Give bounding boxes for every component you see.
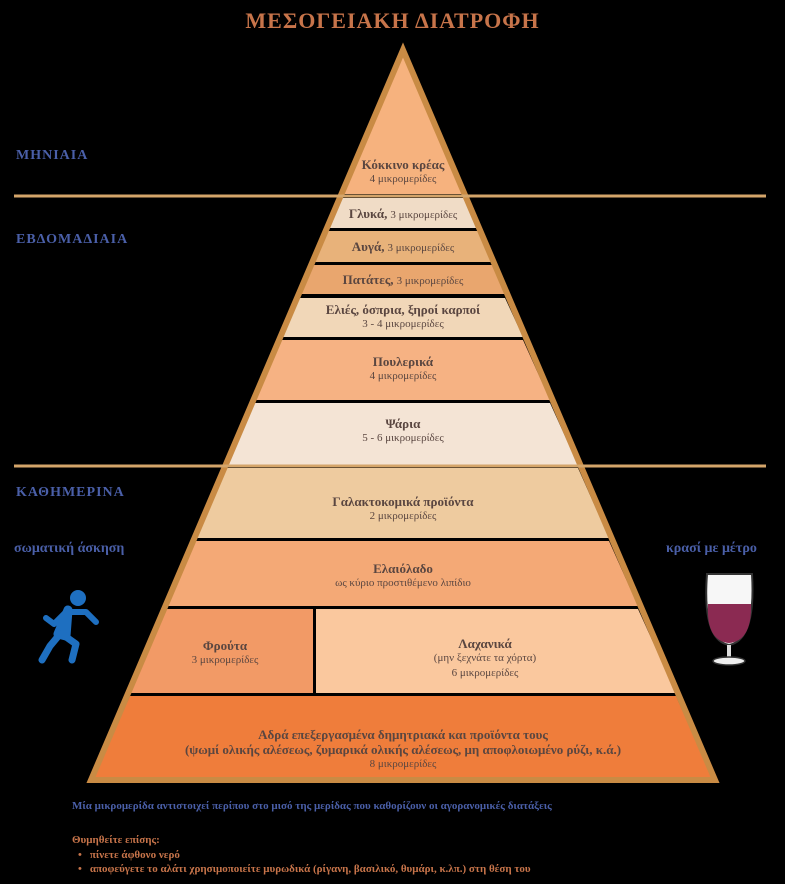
tier-potatoes-fill [300, 265, 505, 294]
tier-grains-name: Αδρά επεξεργασμένα δημητριακά και προϊόν… [258, 727, 548, 742]
tier-red-meat-name: Κόκκινο κρέας [361, 157, 445, 172]
tier-poultry-servings: 4 μικρομερίδες [369, 370, 437, 382]
tips-list: πίνετε άφθονο νερό αποφεύγετε το αλάτι χ… [78, 848, 531, 876]
tier-potatoes-name: Πατάτες, [342, 272, 394, 287]
tier-grains-detail: (ψωμί ολικής αλέσεως, ζυμαρικά ολικής αλ… [184, 742, 622, 757]
tier-dairy-servings: 2 μικρομερίδες [369, 510, 437, 522]
tier-olive-oil: Ελαιόλαδο ως κύριο προστιθέμενο λιπίδιο [200, 561, 606, 591]
tier-fruits-servings: 3 μικρομερίδες [191, 654, 259, 666]
section-weekly-label: ΕΒΔΟΜΑΔΙΑΙΑ [16, 232, 129, 247]
tier-sweets: Γλυκά, 3 μικρομερίδες [300, 206, 506, 223]
section-monthly-label: ΜΗΝΙΑΙΑ [16, 148, 89, 163]
tier-olives-fill [282, 298, 523, 337]
tier-red-meat: Κόκκινο κρέας 4 μικρομερίδες [330, 157, 476, 187]
tier-red-meat-servings: 4 μικρομερίδες [369, 173, 437, 185]
tier-eggs-fill [313, 231, 492, 262]
running-person-icon [38, 590, 99, 664]
tier-vegetables: Λαχανικά (μην ξεχνάτε τα χόρτα) 6 μικρομ… [330, 636, 640, 681]
tier-fruits-fill [130, 609, 313, 693]
tier-olive-oil-name: Ελαιόλαδο [373, 561, 433, 576]
tier-poultry-fill [255, 340, 550, 400]
tier-fruits-name: Φρούτα [202, 638, 248, 653]
wine-glass-icon [705, 573, 754, 666]
page-title: ΜΕΣΟΓΕΙΑΚΗ ΔΙΑΤΡΟΦΗ [245, 8, 540, 33]
tier-red-meat-fill [340, 54, 465, 194]
tier-vegetables-note: (μην ξεχνάτε τα χόρτα) [433, 652, 537, 664]
pyramid-outline [86, 42, 720, 783]
tier-vegetables-servings: 6 μικρομερίδες [451, 667, 519, 679]
tier-grains-fill [93, 696, 712, 778]
tier-eggs-servings: 3 μικρομερίδες [387, 242, 455, 254]
tier-dairy-fill [196, 468, 609, 538]
tier-olives-name: Ελιές, όσπρια, ξηροί καρποί [325, 302, 481, 317]
remember-heading: Θυμηθείτε επίσης: [72, 834, 160, 846]
serving-footnote: Μία μικρομερίδα αντιστοιχεί περίπου στο … [72, 800, 552, 812]
tier-fish: Ψάρια 5 - 6 μικρομερίδες [260, 416, 546, 446]
tier-potatoes-servings: 3 μικρομερίδες [396, 275, 464, 287]
tier-poultry-name: Πουλερικά [372, 354, 434, 369]
tier-potatoes: Πατάτες, 3 μικρομερίδες [290, 272, 516, 289]
tier-sweets-name: Γλυκά, [348, 206, 388, 221]
tier-poultry: Πουλερικά 4 μικρομερίδες [270, 354, 536, 384]
tier-eggs: Αυγά, 3 μικρομερίδες [300, 239, 506, 256]
tier-olive-oil-fill [167, 541, 638, 606]
exercise-label: σωματική άσκηση [14, 541, 125, 556]
tier-dairy-name: Γαλακτοκομικά προϊόντα [332, 494, 474, 509]
tier-eggs-name: Αυγά, [351, 239, 385, 254]
tier-olive-oil-servings: ως κύριο προστιθέμενο λιπίδιο [335, 577, 471, 589]
tier-fish-fill [227, 403, 578, 465]
tier-grains-servings: 8 μικρομερίδες [369, 758, 437, 770]
tier-olives: Ελιές, όσπρια, ξηροί καρποί 3 - 4 μικρομ… [283, 302, 523, 332]
section-daily-label: ΚΑΘΗΜΕΡΙΝΑ [16, 485, 125, 500]
tip-item: αποφεύγετε το αλάτι χρησιμοποιείτε μυρωδ… [78, 862, 531, 876]
tier-fish-name: Ψάρια [385, 416, 421, 431]
tier-vegetables-name: Λαχανικά [458, 636, 512, 651]
tip-item: πίνετε άφθονο νερό [78, 848, 531, 862]
tier-dairy: Γαλακτοκομικά προϊόντα 2 μικρομερίδες [230, 494, 576, 524]
tier-grains: Αδρά επεξεργασμένα δημητριακά και προϊόν… [110, 727, 696, 772]
wine-label: κρασί με μέτρο [666, 541, 757, 556]
tier-sweets-fill [327, 198, 478, 228]
tier-fruits: Φρούτα 3 μικρομερίδες [140, 638, 310, 668]
tier-olives-servings: 3 - 4 μικρομερίδες [362, 318, 444, 330]
tier-vegetables-fill [316, 609, 676, 693]
tier-fish-servings: 5 - 6 μικρομερίδες [362, 432, 444, 444]
tier-sweets-servings: 3 μικρομερίδες [390, 209, 458, 221]
